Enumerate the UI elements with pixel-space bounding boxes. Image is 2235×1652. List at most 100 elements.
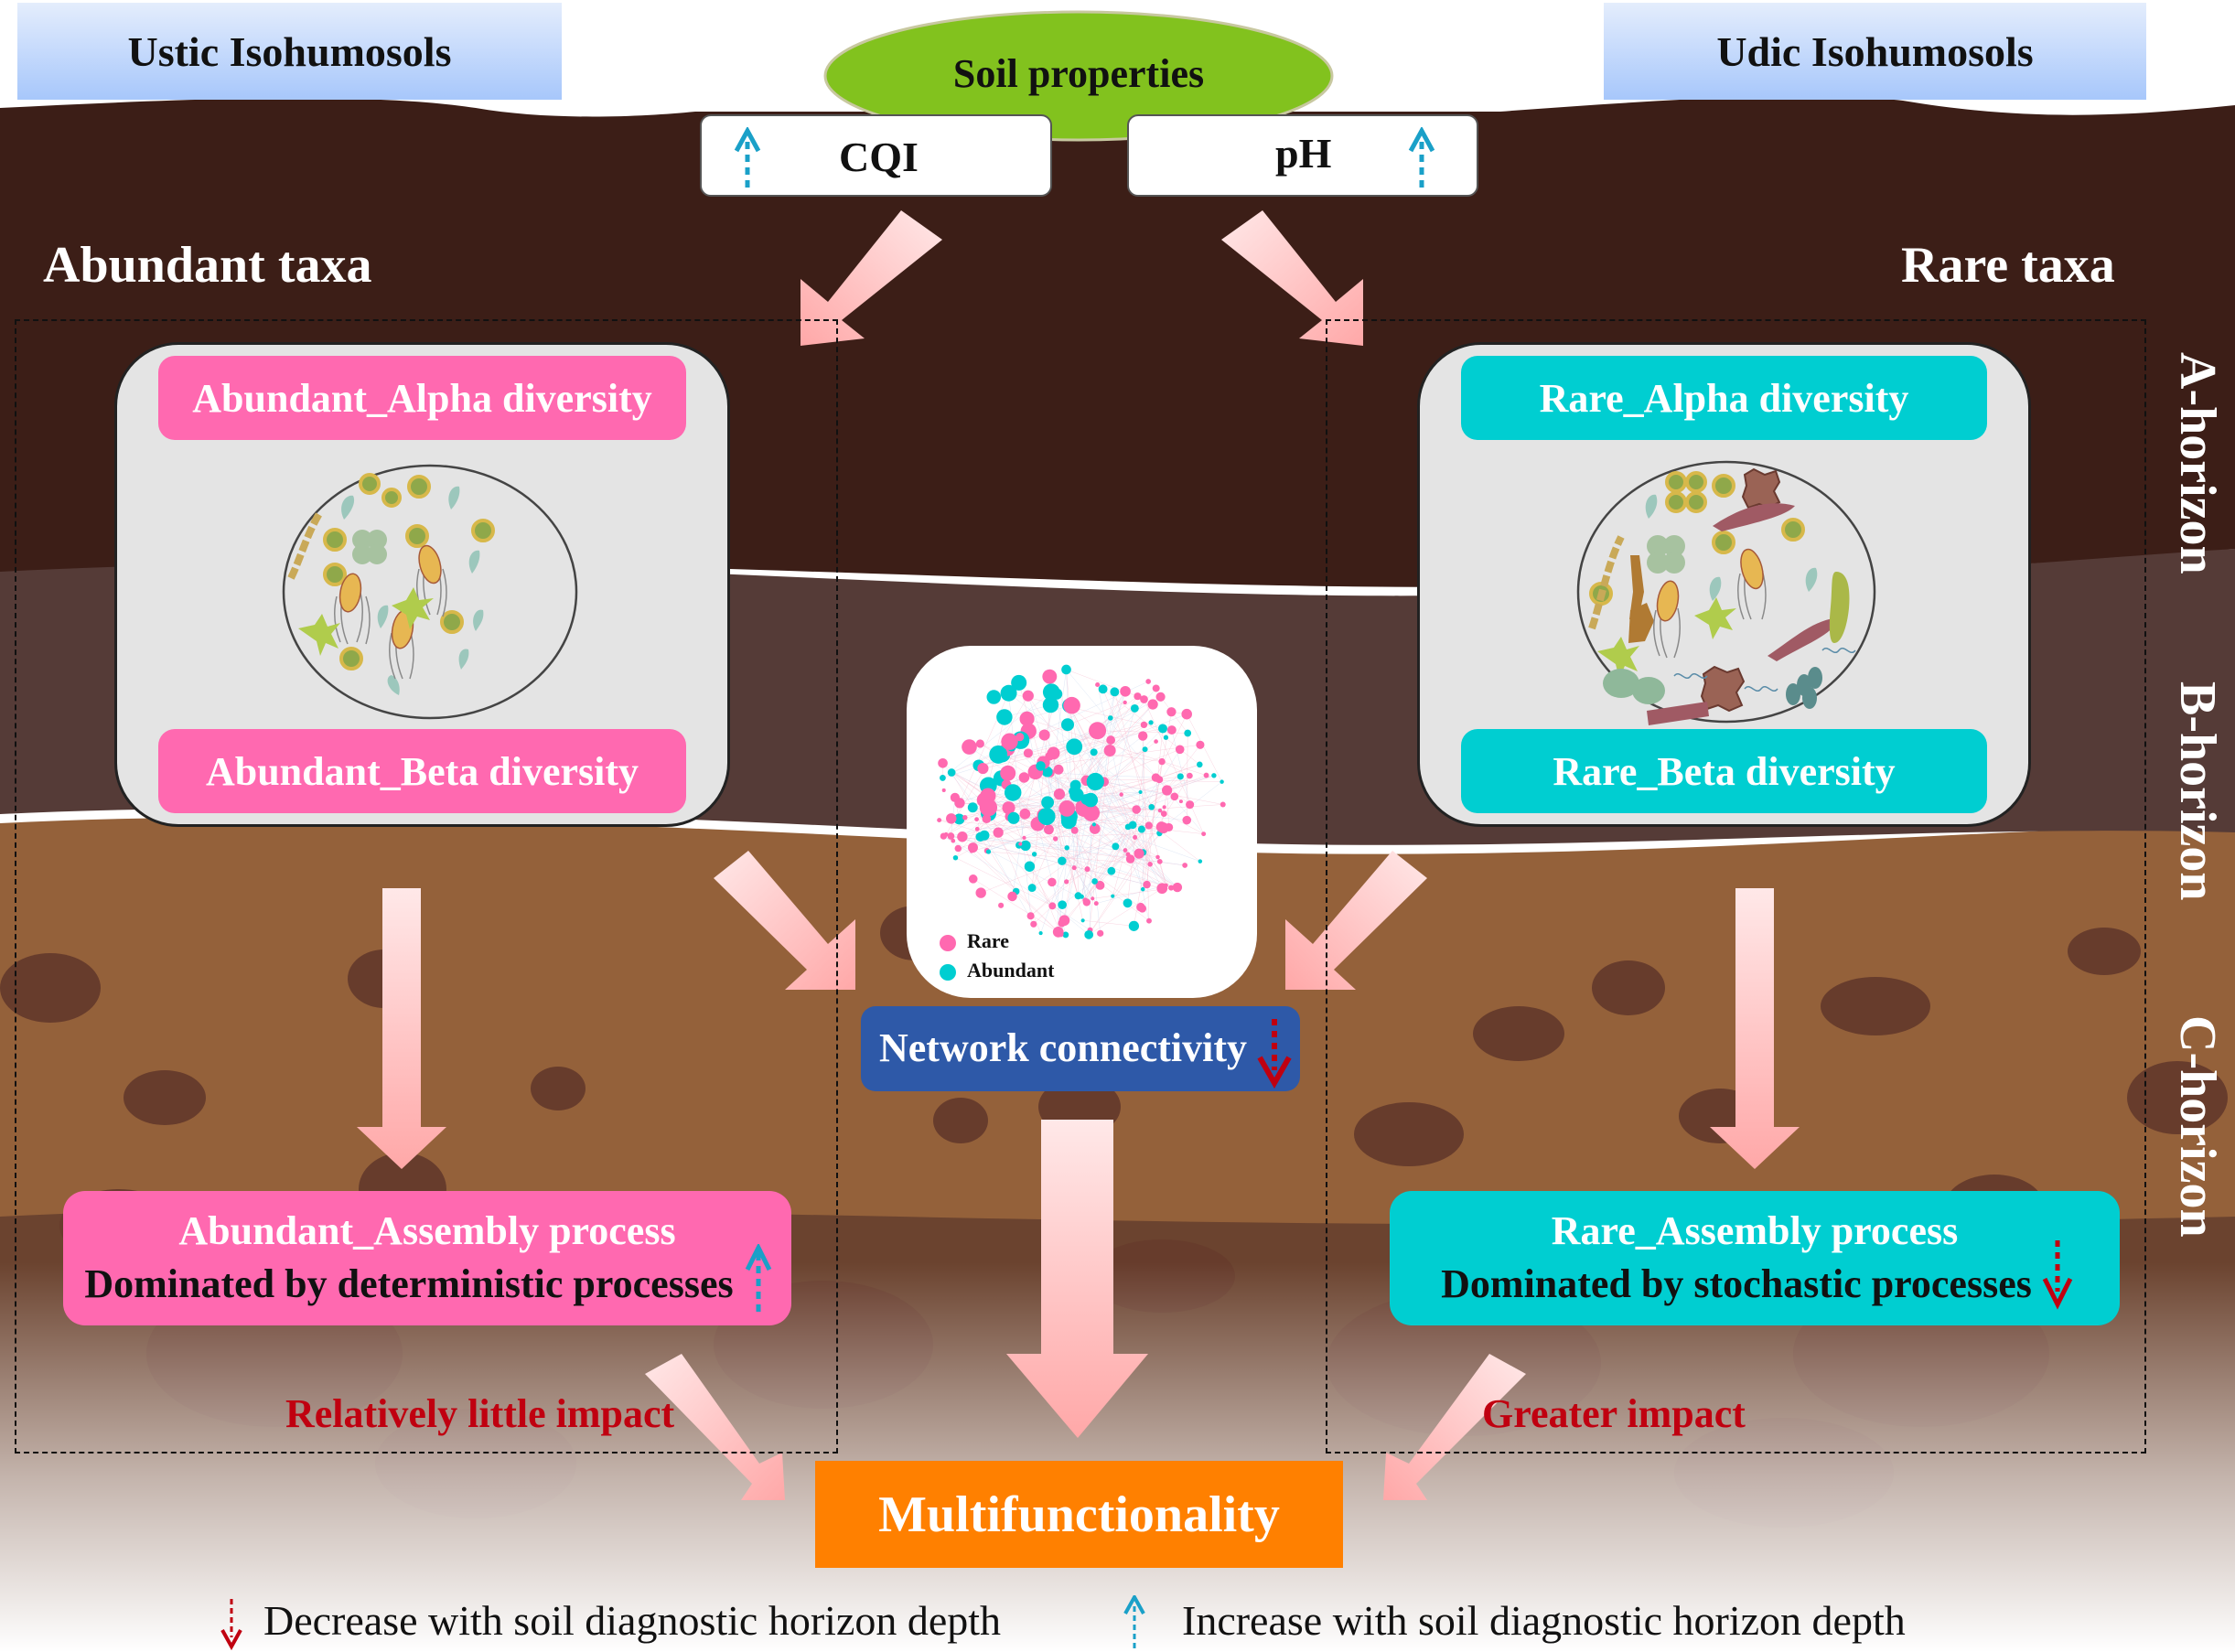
abundant-node bbox=[940, 775, 946, 781]
stone bbox=[1473, 1006, 1564, 1061]
network-edge bbox=[983, 835, 1035, 925]
rare-node bbox=[1119, 792, 1123, 797]
rare-node bbox=[1182, 863, 1188, 868]
network-edge bbox=[1026, 718, 1207, 776]
increase-arrow-icon bbox=[734, 127, 761, 188]
network-edge bbox=[942, 692, 1052, 778]
bacteria-body-icons bbox=[338, 544, 442, 649]
rare-node bbox=[1133, 834, 1138, 840]
abundant-node bbox=[985, 849, 992, 854]
abundant-node bbox=[1024, 861, 1036, 872]
rare-node bbox=[1187, 772, 1193, 779]
a-horizon-label: A-horizon bbox=[2169, 352, 2226, 574]
network-edge bbox=[1035, 771, 1160, 834]
rare-node bbox=[1042, 669, 1058, 684]
rare-node bbox=[1022, 835, 1026, 840]
legend-rare-label: Rare bbox=[967, 929, 1010, 952]
network-edge bbox=[1066, 669, 1078, 795]
rare-node bbox=[1140, 695, 1148, 703]
rare-node bbox=[1070, 826, 1079, 834]
stone bbox=[124, 1070, 206, 1125]
rare-node bbox=[1058, 918, 1066, 928]
network-edge bbox=[980, 836, 1016, 892]
network-edge bbox=[1166, 789, 1169, 828]
rare-node bbox=[1019, 711, 1035, 726]
abundant-node bbox=[1066, 738, 1083, 756]
filament-icon bbox=[1588, 535, 1625, 630]
arrow-abundant-to-network bbox=[714, 851, 855, 990]
rare-node bbox=[1134, 692, 1142, 701]
network-edge bbox=[951, 772, 973, 808]
abundant-node bbox=[1091, 822, 1096, 827]
rare-node bbox=[974, 826, 980, 831]
rare-node bbox=[1161, 785, 1173, 796]
network-edge bbox=[1081, 824, 1095, 897]
rare-node bbox=[998, 902, 1005, 908]
abundant-node bbox=[1211, 773, 1217, 778]
network-edge bbox=[943, 835, 972, 852]
abundant-node bbox=[967, 802, 978, 813]
rare-node bbox=[1166, 707, 1177, 717]
rare-node bbox=[1071, 865, 1077, 871]
network-edge bbox=[1186, 713, 1222, 782]
multifunctionality-box: Multifunctionality bbox=[815, 1461, 1343, 1568]
network-edge bbox=[1033, 906, 1053, 925]
abundant-assembly-description: Dominated by deterministic processes bbox=[84, 1261, 734, 1306]
rare-node bbox=[1132, 805, 1141, 814]
c-horizon-label: C-horizon bbox=[2169, 1015, 2226, 1238]
rare-node bbox=[1093, 901, 1099, 906]
rare-node bbox=[1143, 880, 1151, 889]
rare-node bbox=[1134, 848, 1144, 859]
rare-node bbox=[1019, 808, 1031, 820]
abundant-group-outline bbox=[15, 319, 838, 1454]
rare-node bbox=[1156, 883, 1168, 895]
rare-node bbox=[1002, 801, 1015, 815]
network-edge bbox=[1024, 832, 1160, 839]
abundant-node bbox=[1080, 918, 1085, 923]
rod-icon bbox=[1829, 572, 1850, 643]
bacteria-body-icons bbox=[1656, 548, 1764, 622]
network-edge bbox=[1012, 813, 1026, 896]
rare-microbe-illustration bbox=[1576, 460, 1876, 725]
udic-isohumosols-label: Udic Isohumosols bbox=[1604, 3, 2146, 100]
rare-node bbox=[1158, 757, 1166, 766]
abundant-taxa-title: Abundant taxa bbox=[43, 237, 372, 294]
rare-group-outline bbox=[1326, 319, 2146, 1454]
abundant-node bbox=[1084, 929, 1094, 939]
abundant-node bbox=[1041, 796, 1055, 810]
abundant-node bbox=[1128, 920, 1140, 931]
rare-beta-diversity-label: Rare_Beta diversity bbox=[1461, 729, 1987, 813]
rare-node bbox=[1162, 805, 1166, 810]
rare-node bbox=[1136, 902, 1145, 912]
spore-icons bbox=[323, 473, 495, 670]
network-edge bbox=[1085, 825, 1149, 901]
arrow-abundant-assembly-to-multi bbox=[645, 1354, 785, 1500]
network-edge bbox=[1035, 771, 1165, 814]
amoeba-icons bbox=[298, 587, 434, 656]
abundant-node bbox=[1027, 884, 1037, 893]
abundant-node bbox=[1042, 696, 1059, 713]
rare-node bbox=[1170, 792, 1179, 801]
rare-node bbox=[1172, 882, 1183, 893]
network-edge bbox=[1052, 824, 1095, 906]
network-edge bbox=[1008, 692, 1164, 729]
rare-node bbox=[943, 831, 949, 837]
abundant-alpha-diversity-label: Abundant_Alpha diversity bbox=[158, 356, 686, 440]
network-edge bbox=[1088, 740, 1112, 935]
abundant-node bbox=[1111, 894, 1115, 898]
rare-node bbox=[947, 832, 955, 840]
network-edge bbox=[1086, 780, 1166, 885]
rare-node bbox=[1053, 788, 1066, 800]
legend-abundant-swatch bbox=[940, 964, 956, 981]
abundant-node bbox=[1038, 930, 1043, 936]
rare-node bbox=[1058, 931, 1064, 938]
rare-node bbox=[1157, 808, 1163, 813]
rare-node bbox=[977, 762, 989, 775]
abundant-node bbox=[1138, 789, 1143, 795]
bottom-fade bbox=[0, 1262, 2235, 1652]
rare-node bbox=[1106, 735, 1116, 745]
rare-node bbox=[1155, 821, 1167, 832]
abundant-node bbox=[1090, 748, 1098, 756]
abundant-node bbox=[1107, 715, 1113, 721]
legend-increase-text: Increase with soil diagnostic horizon de… bbox=[1182, 1597, 1906, 1644]
